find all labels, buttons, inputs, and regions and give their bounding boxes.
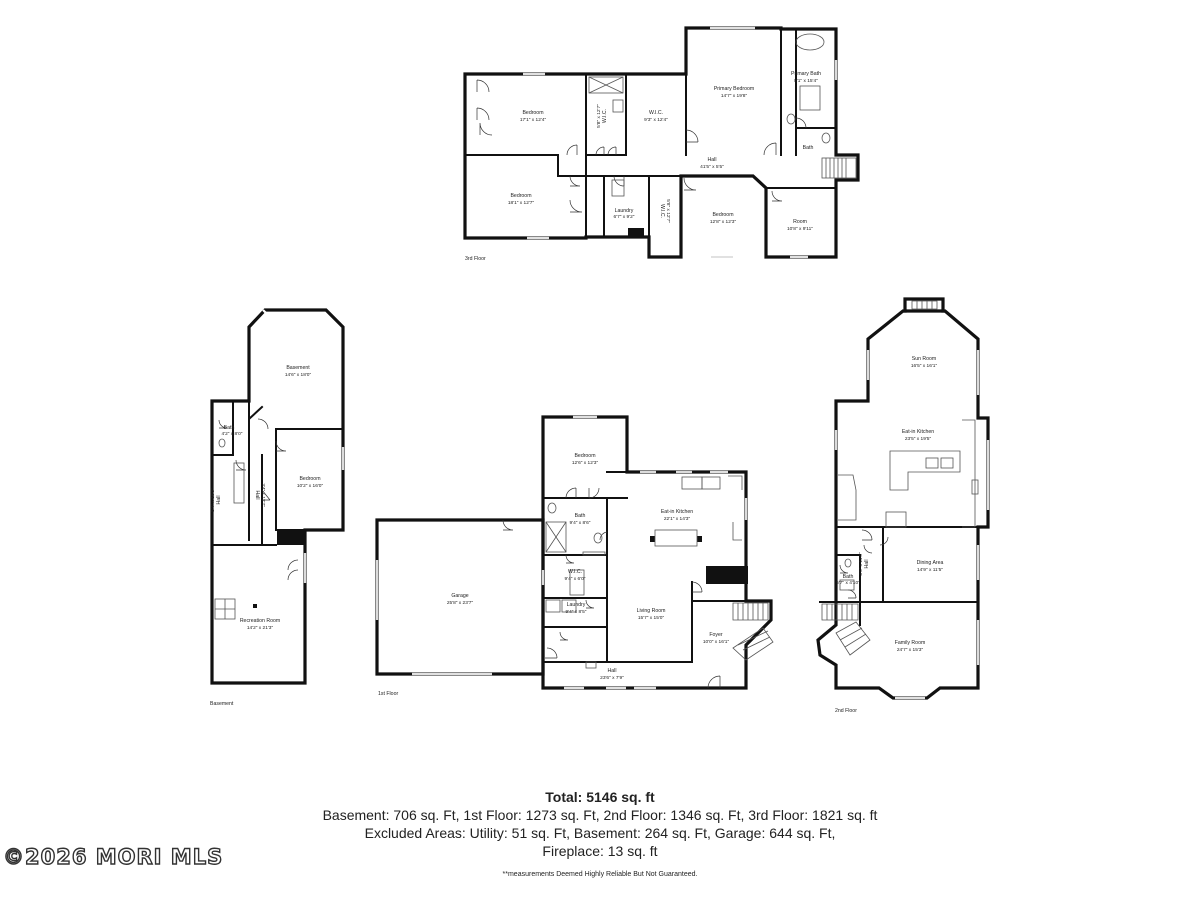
room-dims: 14'2" x 21'3" xyxy=(247,625,274,631)
room-dims: 22'1" x 14'3" xyxy=(664,516,691,522)
room-dims: 16'5" x 16'1" xyxy=(911,363,938,369)
room-name: W.I.C. xyxy=(659,204,665,218)
room-dims: 14'9" x 11'5" xyxy=(917,567,943,573)
room-name: Bedroom xyxy=(712,212,733,218)
total-area: Total: 5146 sq. ft xyxy=(545,789,655,805)
room-name: Hall xyxy=(864,560,870,569)
room-name: Primary Bath xyxy=(791,71,821,77)
second-floor-doors xyxy=(839,529,889,599)
room-name: Primary Bedroom xyxy=(714,86,754,92)
room-name: Basement xyxy=(286,365,310,371)
room-name: Hall xyxy=(708,157,717,163)
room-name: Laundry xyxy=(615,208,634,214)
floor-label-basement: Basement xyxy=(210,701,234,707)
room-name: Laundry xyxy=(567,602,586,608)
room-name: Hall xyxy=(254,491,260,500)
room-name: Bath xyxy=(575,513,586,519)
basement-windows xyxy=(262,309,345,583)
measurement-disclaimer: **measurements Deemed Highly Reliable Bu… xyxy=(502,871,698,878)
basement-fixtures xyxy=(214,438,305,620)
room-dims: 9'4" x 8'6" xyxy=(570,520,591,526)
first-floor-inner-walls xyxy=(542,471,747,663)
third-floor-windows xyxy=(523,26,838,259)
chimney xyxy=(903,297,945,313)
room-dims: 23'5" x 19'5" xyxy=(905,436,932,442)
room-dims: 24'7" x 15'3" xyxy=(897,647,924,653)
room-name: W.I.C. xyxy=(568,569,582,575)
room-name: Eat-in Kitchen xyxy=(902,429,934,435)
room-dims: 12'6" x 12'3" xyxy=(572,460,599,466)
basement-doors xyxy=(218,418,299,581)
room-dims: 10'0" x 16'1" xyxy=(703,639,730,645)
room-name: Family Room xyxy=(895,640,926,646)
third-floor-inner-walls xyxy=(464,28,837,239)
room-name: W.I.C. xyxy=(602,109,608,123)
room-dims: 5'8" x 12'7" xyxy=(665,199,671,223)
room-name: Recreation Room xyxy=(240,618,280,624)
third-floor-plan: Bedroom 17'1" x 12'4" W.I.C. 9'3" x 12'4… xyxy=(463,26,860,262)
basement-inner-walls xyxy=(211,400,344,546)
room-name: Bath xyxy=(224,425,235,431)
first-floor-outer-wall xyxy=(541,415,773,690)
basement-outer-wall xyxy=(210,308,345,685)
room-name: Dining Area xyxy=(917,560,944,566)
floor-label-second: 2nd Floor xyxy=(835,708,857,714)
floor-label-third: 3rd Floor xyxy=(465,256,486,262)
room-name: Sun Room xyxy=(912,356,937,362)
room-name: Hall xyxy=(608,668,617,674)
room-dims: 10'8" x 9'11" xyxy=(787,226,813,232)
first-floor-doors xyxy=(502,487,721,689)
floor-area-breakdown: Basement: 706 sq. Ft, 1st Floor: 1273 sq… xyxy=(322,807,878,823)
room-name: Bath xyxy=(803,145,814,151)
first-floor-fixtures xyxy=(545,475,774,669)
room-name: Bedroom xyxy=(299,476,320,482)
room-dims: 41'5" x 5'5" xyxy=(700,164,724,170)
second-floor-fixtures xyxy=(821,300,979,656)
mls-watermark: ©2026 MORI MLS xyxy=(2,844,224,869)
fireplace-area: Fireplace: 13 sq. ft xyxy=(542,843,658,859)
room-name: Bedroom xyxy=(574,453,595,459)
room-dims: 3'5" x 11'5" xyxy=(858,552,864,576)
room-name: Foyer xyxy=(709,632,723,638)
room-name: Garage xyxy=(451,593,468,599)
room-dims: 5'7" x 4'10" xyxy=(836,580,860,586)
second-floor-windows xyxy=(834,350,990,700)
room-dims: 9'4" x 8'5" xyxy=(566,609,587,615)
room-name: W.I.C. xyxy=(649,110,663,116)
room-name: Living Room xyxy=(637,608,666,614)
room-dims: 3'4" x 12'7" xyxy=(260,483,266,507)
room-dims: 5'4" x 16'0" xyxy=(210,488,216,512)
room-dims: 4'2" x 8'0" xyxy=(222,431,243,437)
room-dims: 18'1" x 12'7" xyxy=(508,200,535,206)
room-dims: 10'2" x 16'0" xyxy=(297,483,324,489)
room-name: Hall xyxy=(216,496,222,505)
second-floor-plan: Sun Room 16'5" x 16'1" Eat-in Kitchen 23… xyxy=(816,297,990,714)
room-name: Bedroom xyxy=(522,110,543,116)
room-dims: 25'8" x 23'7" xyxy=(447,600,474,606)
floor-label-first: 1st Floor xyxy=(378,691,398,697)
room-name: Eat-in Kitchen xyxy=(661,509,693,515)
room-dims: 5'8" x 12'7" xyxy=(596,104,602,128)
room-dims: 15'7" x 15'0" xyxy=(638,615,665,621)
excluded-areas: Excluded Areas: Utility: 51 sq. Ft, Base… xyxy=(364,825,836,841)
room-dims: 9'4" x 6'0" xyxy=(565,576,586,582)
basement-plan: Basement 14'6" x 18'0" Bath 4'2" x 8'0" … xyxy=(210,308,345,707)
room-dims: 9'3" x 12'4" xyxy=(644,117,668,123)
first-floor-windows xyxy=(375,415,748,690)
room-dims: 23'6" x 7'9" xyxy=(600,675,624,681)
room-name: Bedroom xyxy=(510,193,531,199)
room-dims: 17'1" x 12'4" xyxy=(520,117,547,123)
room-dims: 14'6" x 18'0" xyxy=(285,372,312,378)
first-floor-plan: Garage 25'8" x 23'7" Bedroom 12'6" x 12'… xyxy=(375,415,774,697)
room-dims: 6'7" x 9'2" xyxy=(614,214,635,220)
room-dims: 14'7" x 19'8" xyxy=(721,93,748,99)
third-floor-fixtures xyxy=(588,33,857,237)
third-floor-doors xyxy=(476,79,807,213)
room-dims: 8'1" x 15'4" xyxy=(794,78,818,84)
room-dims: 12'8" x 12'3" xyxy=(710,219,737,225)
room-name: Room xyxy=(793,219,807,225)
room-name: Bath xyxy=(843,574,854,580)
